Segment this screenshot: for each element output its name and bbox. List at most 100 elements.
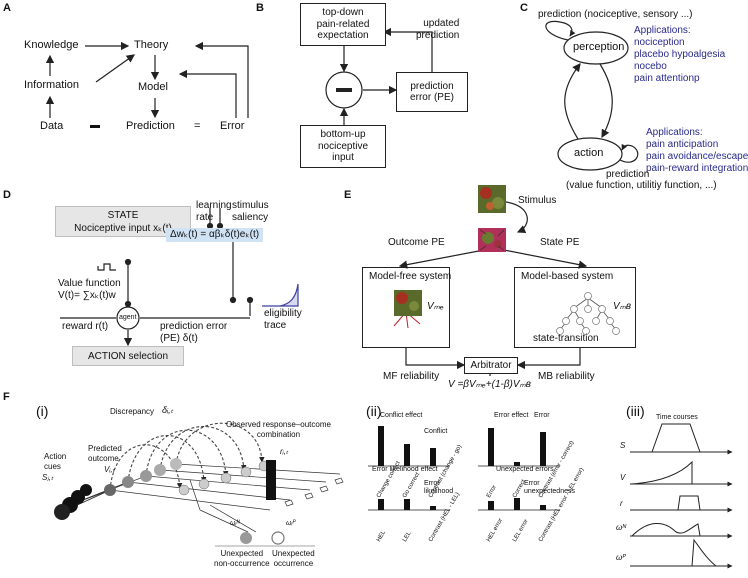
c-apps-title-2: Applications: xyxy=(646,127,703,138)
f-observed: Observed response–outcome combination xyxy=(226,420,331,439)
bar-2-0 xyxy=(378,499,384,510)
f-r-label: rᵢ,ₜ xyxy=(280,447,289,456)
bar-0-1 xyxy=(404,444,410,466)
bar-3-0 xyxy=(488,501,494,510)
c-app-1-2: nocebo xyxy=(634,61,667,72)
bar-1-0 xyxy=(488,428,494,466)
e-mf-reliability: MF reliability xyxy=(383,371,440,382)
bar-1-1 xyxy=(514,462,520,466)
panel-label-c: C xyxy=(520,2,528,14)
bar-2-2 xyxy=(430,506,436,510)
c-app-1-1: placebo hypoalgesia xyxy=(634,49,726,60)
stimulus-image xyxy=(478,185,506,213)
f-predicted-outcome: Predicted outcome xyxy=(88,444,122,463)
f-ue-label: Error unexpectedness xyxy=(524,480,575,496)
f-omega-n: ωᵢᴺ xyxy=(230,520,240,527)
f-omega-p: ωᵢᴾ xyxy=(286,520,296,527)
state-image xyxy=(478,228,506,252)
c-prediction-bottom-1: prediction xyxy=(606,169,650,180)
f-tc-s: S xyxy=(620,441,626,450)
c-app-1-0: nociception xyxy=(634,37,685,48)
e-vmb: Vₘʙ xyxy=(613,301,632,312)
a-prediction: Prediction xyxy=(126,120,175,132)
d-stimulus-saliency: stimulus saliency xyxy=(232,200,269,223)
panel-label-f: F xyxy=(3,391,10,403)
panel-label-e: E xyxy=(344,189,352,201)
a-minus-sign xyxy=(90,125,100,128)
b-updated-label: updated prediction xyxy=(416,18,460,41)
e-formula: V =βVₘₑ+(1-β)Vₘʙ xyxy=(448,379,531,390)
a-equals: = xyxy=(194,120,201,132)
d-nociceptive-input: Nociceptive input xₖ(t) xyxy=(74,223,172,234)
panel-label-b: B xyxy=(256,2,264,14)
f-tc-v: V xyxy=(620,473,626,482)
bar-0-2 xyxy=(430,448,436,466)
f-error-label: Error xyxy=(534,412,550,419)
panel-f-ii-bars xyxy=(378,426,546,510)
a-theory: Theory xyxy=(134,39,169,51)
c-app-2-0: pain anticipation xyxy=(646,139,719,150)
a-knowledge: Knowledge xyxy=(24,39,79,51)
c-perception: perception xyxy=(573,41,625,53)
e-mf-title: Model-free system xyxy=(369,271,452,282)
e-state-transition: state-transition xyxy=(533,333,599,344)
panel-label-d: D xyxy=(3,189,11,201)
bar-0-0 xyxy=(378,426,384,466)
a-model: Model xyxy=(138,81,168,93)
e-mb-title: Model-based system xyxy=(521,271,614,282)
f-v-label: Vᵢ,ₜ xyxy=(104,465,115,474)
c-app-1-3: pain attentionp xyxy=(634,73,700,84)
panel-b-arrows xyxy=(325,27,433,125)
panel-c-arrows xyxy=(545,20,639,171)
f-unexpected-occ: Unexpected occurrence xyxy=(272,549,315,568)
f-error-effect: Error effect xyxy=(494,412,529,419)
c-app-2-2: pain-reward integration xyxy=(646,163,748,174)
f-delta: δᵢ,ₜ xyxy=(162,405,174,415)
panel-label-a: A xyxy=(3,2,11,14)
c-app-2-1: pain avoidance/escape xyxy=(646,151,748,162)
panel-e-lines xyxy=(393,201,620,376)
panel-d-lines xyxy=(60,208,299,347)
a-information: Information xyxy=(24,79,80,91)
f-iii-label: (iii) xyxy=(626,403,645,419)
panel-f-i-nodes xyxy=(54,458,344,547)
e-state-pe: State PE xyxy=(540,237,580,248)
a-data: Data xyxy=(40,120,64,132)
e-arbitrator: Arbitrator xyxy=(464,357,518,374)
e-mb-box: Model-based system Vₘʙ state-transition xyxy=(514,267,636,348)
f-ue-title: Unexpected errors xyxy=(496,466,554,473)
bar-3-2 xyxy=(540,505,546,510)
f-discrepancy: Discrepancy xyxy=(110,407,155,416)
d-learning-rate: learning rate xyxy=(196,200,232,223)
f-tc-omega-p: ωᴾ xyxy=(616,553,626,562)
mf-image xyxy=(394,290,422,316)
bar-3-1 xyxy=(514,498,520,510)
d-update-rule: Δwₖ(t) = αβₖδ(t)eₖ(t) xyxy=(166,228,264,242)
panel-f-i-network xyxy=(61,422,341,533)
f-i-label: (i) xyxy=(36,403,49,419)
e-mf-box: Model-free system Vₘₑ xyxy=(362,267,452,348)
bar-1-2 xyxy=(540,432,546,466)
c-apps-title-1: Applications: xyxy=(634,25,691,36)
d-agent: agent xyxy=(119,314,137,321)
panel-a-arrows xyxy=(45,41,249,119)
c-prediction-bottom-2: (value function, utilitiy function, ...) xyxy=(566,180,717,191)
f-tc-r: r xyxy=(620,499,623,508)
f-el-effect: Error likelihood effect xyxy=(372,466,438,473)
e-vmf: Vₘₑ xyxy=(427,301,444,312)
b-topdown-box: top-down pain-related expectation xyxy=(300,3,386,46)
c-action: action xyxy=(574,147,604,159)
b-pe-box: prediction error (PE) xyxy=(396,72,468,112)
f-tc-omega-n: ωᴺ xyxy=(616,523,627,532)
d-value-function: Value function V(t)= ∑xₖ(t)w xyxy=(58,278,121,301)
b-bottomup-box: bottom-up nociceptive input xyxy=(300,125,386,168)
f-conflict-effect: Conflict effect xyxy=(380,412,423,419)
f-s-label: Sⱼ,ₜ xyxy=(42,473,54,482)
e-stimulus: Stimulus xyxy=(518,195,557,206)
d-reward: reward r(t) xyxy=(62,321,109,332)
a-error: Error xyxy=(220,120,245,132)
bar-2-1 xyxy=(404,499,410,510)
f-action-cues: Action cues xyxy=(44,452,67,471)
d-eligibility-trace: eligibility trace xyxy=(264,308,302,331)
